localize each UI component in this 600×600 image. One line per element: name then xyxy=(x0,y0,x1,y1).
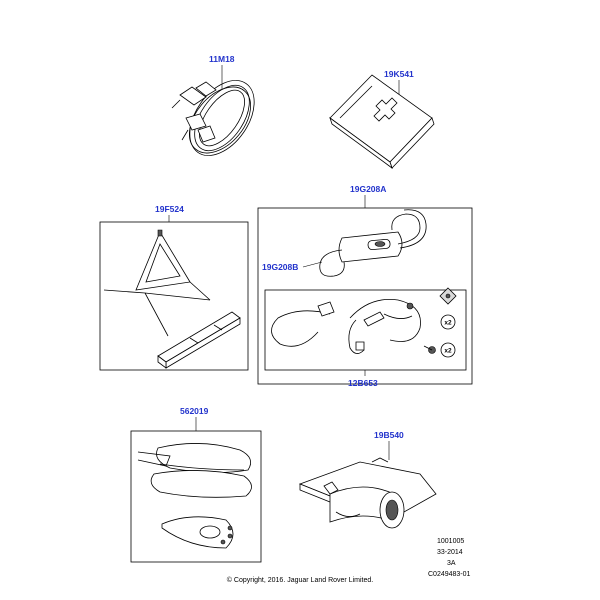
part-label-compressor-kit[interactable]: 19G208A xyxy=(350,184,386,194)
compressor-kit-callout[interactable]: 19G208A xyxy=(350,184,386,208)
square-nut-quantity: x2 xyxy=(444,320,452,327)
warning-triangle-illustration xyxy=(103,229,241,369)
warning-triangle-callout[interactable]: 19F524 xyxy=(155,204,184,222)
first-aid-kit-callout[interactable]: 19K541 xyxy=(384,69,414,95)
reference-line-1: 1001005 xyxy=(437,538,464,545)
reference-line-4: C0249483-01 xyxy=(428,571,471,578)
foam-cover-callout[interactable]: 562019 xyxy=(180,406,209,431)
bracket-assembly-callout[interactable]: 19B540 xyxy=(374,430,404,460)
cable-set-callout[interactable]: 12B653 xyxy=(348,370,378,388)
foam-cover-illustration xyxy=(137,443,252,549)
foam-cover-box xyxy=(130,430,262,563)
part-label-warning-triangle[interactable]: 19F524 xyxy=(155,204,184,214)
square-nut-illustration: x2 xyxy=(439,287,457,330)
part-label-foam-cover[interactable]: 562019 xyxy=(180,406,209,416)
compressor-kit-box xyxy=(257,207,473,385)
part-label-bracket-assembly[interactable]: 19B540 xyxy=(374,430,404,440)
jump-leads-callout[interactable]: 11M18 xyxy=(209,54,235,90)
screw-quantity: x2 xyxy=(444,348,452,355)
cable-set-box xyxy=(264,289,467,371)
part-label-cable-set[interactable]: 12B653 xyxy=(348,378,378,388)
jump-leads-illustration xyxy=(171,80,255,156)
reference-line-3: 3A xyxy=(447,560,456,567)
warning-triangle-box xyxy=(99,221,249,371)
compressor-unit-callout[interactable]: 19G208B xyxy=(262,261,323,272)
drawing-reference: 1001005 33-2014 3A C0249483-01 xyxy=(428,538,471,578)
copyright-notice: © Copyright, 2016. Jaguar Land Rover Lim… xyxy=(227,576,373,584)
cable-set-illustration xyxy=(271,299,421,354)
part-label-jump-leads[interactable]: 11M18 xyxy=(209,54,235,64)
part-label-first-aid-kit[interactable]: 19K541 xyxy=(384,69,414,79)
screw-illustration: x2 xyxy=(423,342,456,358)
part-label-compressor-unit[interactable]: 19G208B xyxy=(262,262,298,272)
first-aid-kit-illustration xyxy=(329,74,435,170)
bracket-assembly-illustration xyxy=(298,457,437,529)
reference-line-2: 33-2014 xyxy=(437,549,463,556)
compressor-unit-illustration xyxy=(319,209,427,277)
